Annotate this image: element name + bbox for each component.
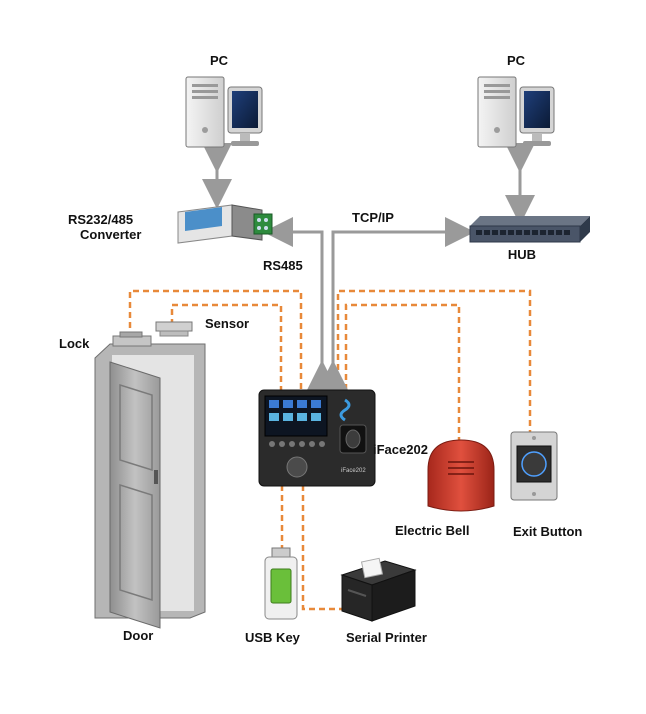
label-exit: Exit Button xyxy=(513,524,583,539)
pc-right-icon xyxy=(477,76,555,148)
label-usb: USB Key xyxy=(245,630,300,645)
wire-lock xyxy=(128,289,303,390)
usb-key-icon xyxy=(264,547,298,620)
door-icon xyxy=(94,343,206,629)
label-printer: Serial Printer xyxy=(346,630,427,645)
iface202-device-icon: iFace202 xyxy=(258,389,376,487)
serial-printer-icon xyxy=(340,557,417,622)
label-door: Door xyxy=(123,628,154,643)
electric-bell-icon xyxy=(427,439,495,512)
label-bell: Electric Bell xyxy=(395,523,470,538)
label-pc-right: PC xyxy=(506,53,526,68)
pc-left-icon xyxy=(185,76,263,148)
label-lock: Lock xyxy=(59,336,90,351)
converter-icon xyxy=(177,204,273,244)
label-device: iFace202 xyxy=(373,442,428,457)
lock-icon xyxy=(112,331,152,347)
label-pc-left: PC xyxy=(209,53,229,68)
device-brand-text: iFace202 xyxy=(341,468,366,474)
label-hub: HUB xyxy=(507,247,537,262)
arrow-tcpip xyxy=(318,217,475,390)
wire-printer xyxy=(301,485,342,611)
sensor-icon xyxy=(155,321,193,337)
arrows xyxy=(202,143,535,390)
hub-icon xyxy=(469,216,590,243)
label-rs485: RS485 xyxy=(263,258,303,273)
label-tcpip: TCP/IP xyxy=(352,210,394,225)
label-converter-line2: Converter xyxy=(80,227,142,242)
label-converter-line1: RS232/485 xyxy=(68,212,134,227)
exit-button-icon xyxy=(510,431,558,501)
label-sensor: Sensor xyxy=(205,316,250,331)
